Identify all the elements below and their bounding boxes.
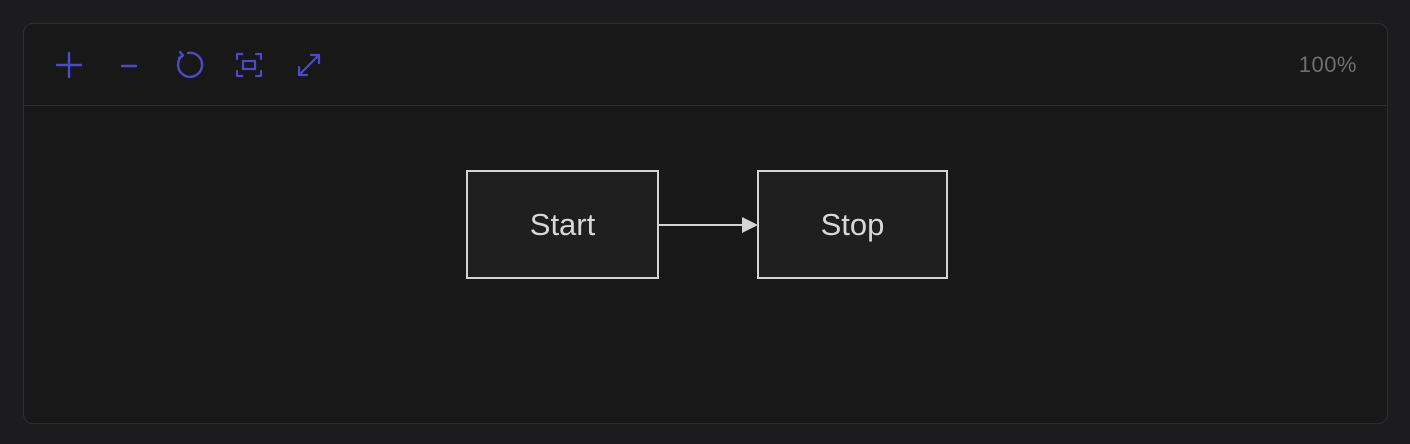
fit-to-screen-button[interactable] bbox=[232, 48, 266, 82]
zoom-in-button[interactable] bbox=[52, 48, 86, 82]
diagram-canvas[interactable]: Start Stop bbox=[24, 106, 1387, 423]
plus-icon bbox=[55, 51, 83, 79]
flow-edge-start-to-stop bbox=[659, 217, 758, 233]
zoom-level-indicator: 100% bbox=[1298, 52, 1357, 77]
flow-node-start[interactable]: Start bbox=[466, 170, 659, 279]
refresh-icon bbox=[176, 50, 204, 78]
viewer-toolbar: 100% bbox=[24, 24, 1387, 106]
zoom-out-button[interactable] bbox=[112, 48, 146, 82]
expand-icon bbox=[297, 53, 321, 77]
minus-icon bbox=[120, 64, 138, 68]
flow-node-stop[interactable]: Stop bbox=[757, 170, 948, 279]
fit-screen-icon bbox=[235, 52, 263, 78]
node-label: Stop bbox=[820, 206, 885, 242]
diagram-viewer-panel: 100% Start Stop bbox=[23, 23, 1388, 424]
arrowhead-icon bbox=[742, 217, 758, 233]
reset-view-button[interactable] bbox=[171, 48, 205, 82]
node-label: Start bbox=[529, 206, 596, 242]
fullscreen-button[interactable] bbox=[292, 48, 326, 82]
